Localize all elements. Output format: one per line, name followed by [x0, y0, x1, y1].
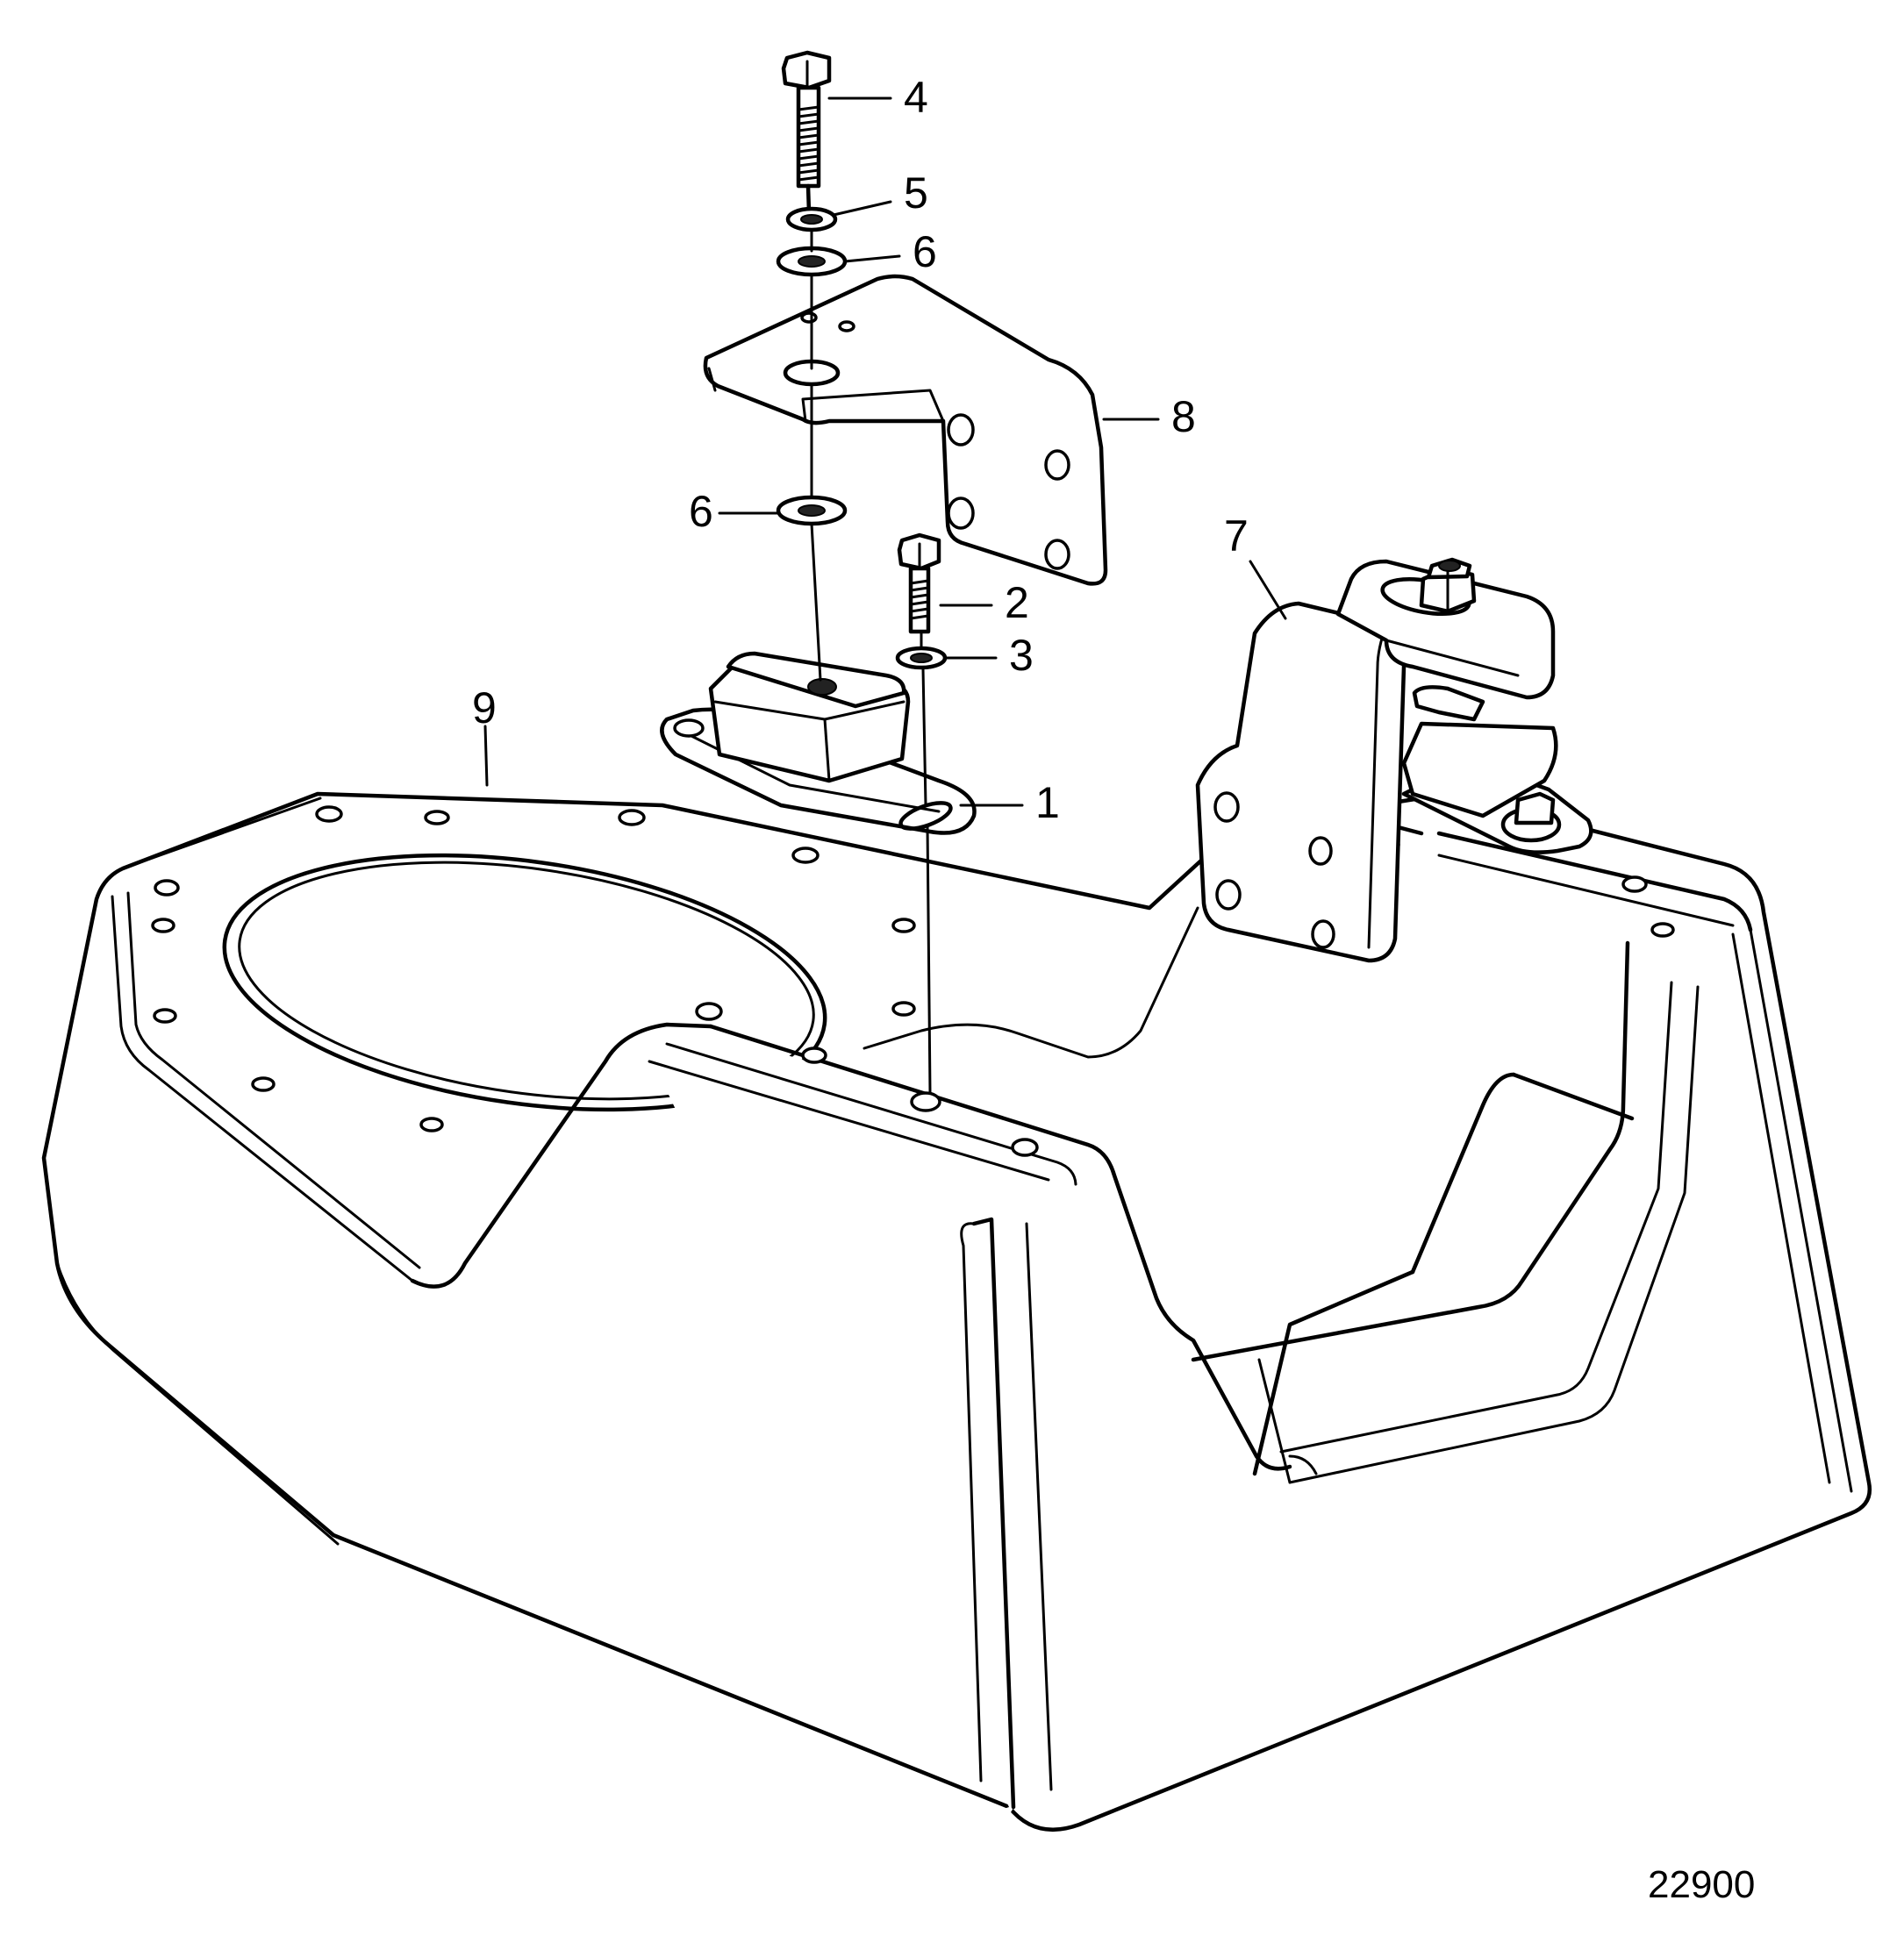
washer-3	[895, 646, 948, 670]
callout-6-lower: 6	[689, 487, 713, 536]
bolt-4	[781, 50, 832, 215]
callout-9: 9	[472, 683, 497, 732]
callout-6-top: 6	[913, 227, 937, 276]
callout-3: 3	[1009, 631, 1034, 680]
drawing-reference-number: 22900	[1648, 1863, 1755, 1906]
bracket-8	[703, 274, 1108, 586]
rubber-mount-left	[660, 651, 977, 835]
bolt-2	[897, 532, 941, 634]
washer-6-lower	[776, 495, 848, 526]
washer-5	[785, 206, 838, 232]
assembly-lines	[810, 228, 932, 1094]
callouts: 4 5 6 8 6 2 3 1 7 9 22900	[472, 73, 1755, 1906]
leader-lines	[483, 96, 1287, 807]
callout-5: 5	[904, 168, 928, 218]
callout-7: 7	[1224, 511, 1249, 561]
callout-2: 2	[1005, 578, 1029, 627]
callout-1: 1	[1035, 778, 1060, 827]
engine-bed-base	[41, 791, 1872, 1832]
right-mount-assembly	[1195, 557, 1593, 963]
callout-4: 4	[904, 73, 928, 122]
callout-8: 8	[1171, 392, 1196, 441]
